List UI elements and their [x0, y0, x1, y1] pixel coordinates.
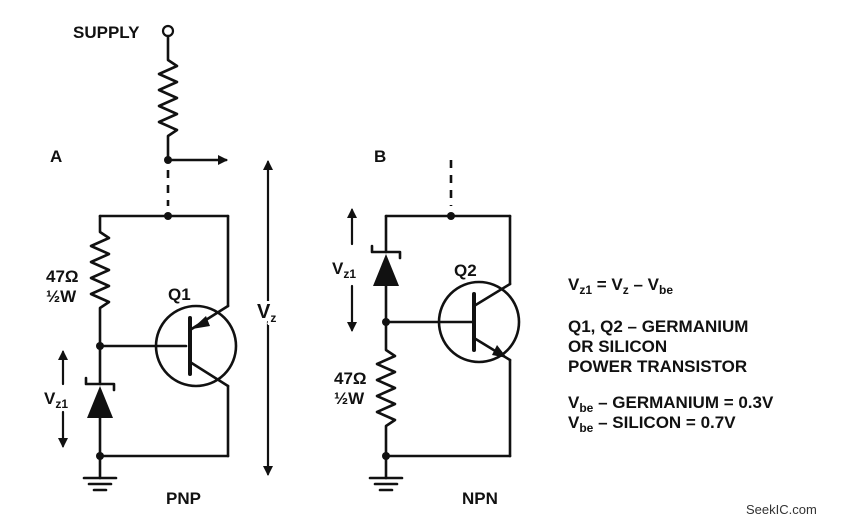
supply-terminal	[161, 24, 175, 38]
supply-label: SUPPLY	[73, 23, 140, 42]
q1-collector-lead	[188, 360, 230, 388]
notes-block: Vz1 = Vz – Vbe Q1, Q2 – GERMANIUM OR SIL…	[568, 275, 774, 435]
vz1-label-a: Vz1	[44, 389, 68, 411]
watermark: SeekIC.com	[746, 502, 817, 517]
equation-line: Vz1 = Vz – Vbe	[568, 275, 673, 297]
q1-transistor-body	[154, 304, 238, 388]
zener-triangle-a	[87, 386, 113, 418]
vz-label: Vz	[257, 301, 276, 325]
panel-b-label: B	[374, 147, 386, 166]
circuit-a-pnp: SUPPLY 47Ω ½W Vz1	[44, 23, 279, 508]
resistor-power-label-b: ½W	[334, 389, 365, 408]
zener-cathode-a	[84, 376, 116, 392]
circuit-b-npn: B Vz1 47Ω ½W	[332, 147, 521, 508]
resistor-power-label-a: ½W	[46, 287, 77, 306]
vbe-germanium-line: Vbe – GERMANIUM = 0.3V	[568, 393, 774, 415]
supply-resistor	[157, 34, 179, 162]
q1-emitter-arrow	[192, 316, 210, 329]
q2-collector-lead	[472, 282, 512, 308]
transistor-note-line3: POWER TRANSISTOR	[568, 357, 747, 376]
q1-label: Q1	[168, 285, 191, 304]
resistor-value-label-b: 47Ω	[334, 369, 367, 388]
vz1-label-b: Vz1	[332, 259, 356, 281]
ground-symbol-a	[82, 476, 118, 492]
ground-symbol-b	[368, 476, 404, 492]
zener-cathode-b	[370, 244, 402, 260]
panel-a-label: A	[50, 147, 62, 166]
transistor-note-line2: OR SILICON	[568, 337, 667, 356]
resistor-value-label-a: 47Ω	[46, 267, 79, 286]
q2-transistor-body	[437, 280, 521, 364]
resistor-47-a	[89, 214, 111, 348]
vbe-silicon-line: Vbe – SILICON = 0.7V	[568, 413, 736, 435]
q2-label: Q2	[454, 261, 477, 280]
npn-label: NPN	[462, 489, 498, 508]
transistor-note-line1: Q1, Q2 – GERMANIUM	[568, 317, 748, 336]
zener-triangle-b	[373, 254, 399, 286]
resistor-47-b	[375, 320, 397, 458]
pnp-label: PNP	[166, 489, 201, 508]
q2-emitter-arrow	[492, 345, 507, 358]
